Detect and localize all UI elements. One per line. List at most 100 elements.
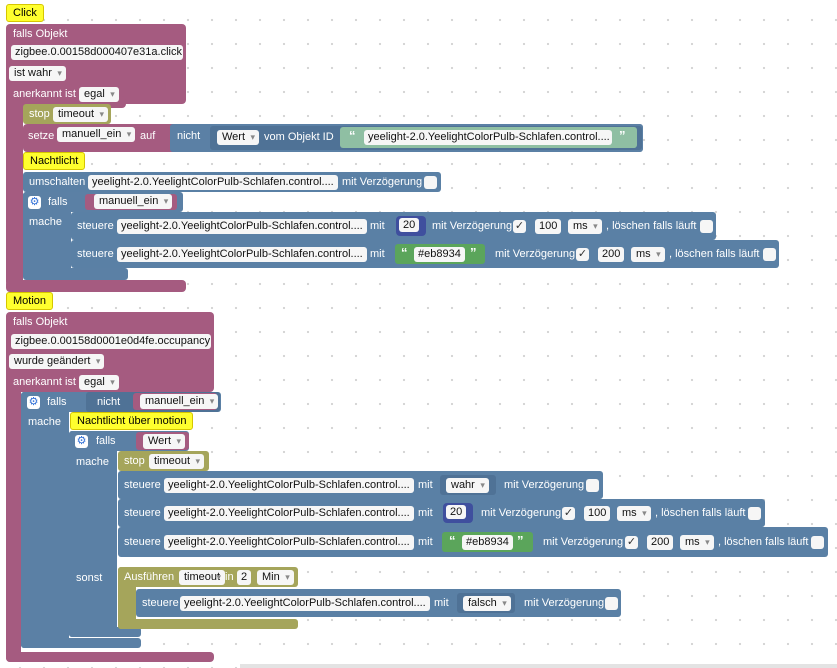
comment-nachtlicht-motion[interactable]: Nachtlicht über motion — [70, 412, 194, 430]
object-id-field[interactable]: zigbee.0.00158d000407e31a.click — [11, 45, 183, 60]
color-value-field[interactable]: #eb8934 — [414, 247, 465, 262]
delay-label: mit Verzögerung — [504, 479, 585, 491]
run-label: Ausführen — [124, 571, 175, 583]
quote-icon: ” — [619, 128, 626, 143]
trigger-label: falls Objekt — [13, 316, 68, 328]
acknowledged-label: anerkannt ist — [13, 376, 76, 388]
run-value-field[interactable]: 2 — [237, 570, 252, 585]
stop-timer-dropdown[interactable]: timeout — [53, 107, 109, 122]
comment-motion[interactable]: Motion — [6, 292, 54, 310]
from-object-id-field[interactable]: yeelight-2.0.YeelightColorPulb-Schlafen.… — [364, 130, 612, 145]
control-label: steuere — [124, 479, 161, 491]
clear-label: , löschen falls läuft — [606, 220, 697, 232]
control-label: steuere — [142, 597, 179, 609]
checkmark-icon[interactable]: ✓ — [562, 507, 575, 520]
run-timer-dropdown[interactable]: timeout — [179, 570, 226, 585]
delay-unit-dropdown[interactable]: ms — [568, 219, 602, 234]
quote-icon: “ — [449, 533, 456, 548]
set-variable-dropdown[interactable]: manuell_ein — [57, 127, 136, 142]
checkmark-icon[interactable]: ✓ — [513, 220, 526, 233]
quote-icon: “ — [349, 128, 356, 143]
control-id-field[interactable]: yeelight-2.0.YeelightColorPulb-Schlafen.… — [117, 219, 367, 234]
toggle-id-field[interactable]: yeelight-2.0.YeelightColorPulb-Schlafen.… — [88, 175, 338, 190]
horizontal-scrollbar[interactable] — [240, 664, 837, 668]
comment-click[interactable]: Click — [6, 4, 44, 22]
control-label: steuere — [77, 220, 114, 232]
do-label: mache — [29, 216, 63, 228]
toggle-label: umschalten — [29, 176, 86, 188]
control-label: steuere — [77, 248, 114, 260]
inner-if-label: falls — [96, 435, 116, 447]
stop-timer-dropdown[interactable]: timeout — [149, 454, 205, 469]
delay-value-field[interactable]: 200 — [598, 247, 625, 262]
if-variable-dropdown[interactable]: manuell_ein — [140, 394, 219, 409]
delay-checkbox[interactable] — [605, 597, 618, 610]
event-block-click-spine — [6, 96, 23, 286]
delay-value-field[interactable]: 200 — [647, 535, 674, 550]
condition-dropdown[interactable]: wurde geändert — [9, 354, 105, 369]
if-variable-dropdown[interactable]: manuell_ein — [94, 194, 173, 209]
outer-if-body — [21, 392, 69, 648]
clear-label: , löschen falls läuft — [669, 248, 760, 260]
delay-label: mit Verzögerung — [495, 248, 576, 260]
clear-checkbox[interactable] — [811, 536, 824, 549]
inner-do-label: mache — [76, 456, 110, 468]
outer-if-footer — [21, 638, 141, 648]
if-label: falls — [47, 396, 67, 408]
control-label: steuere — [124, 536, 161, 548]
gear-icon[interactable]: ⚙ — [27, 396, 40, 409]
with-label: mit — [370, 248, 385, 260]
control-label: steuere — [124, 507, 161, 519]
bool-dropdown[interactable]: wahr — [446, 478, 489, 493]
bool-dropdown[interactable]: falsch — [463, 596, 511, 611]
clear-label: , löschen falls läuft — [655, 507, 746, 519]
control-id-field[interactable]: yeelight-2.0.YeelightColorPulb-Schlafen.… — [180, 596, 430, 611]
in-label: in — [225, 571, 234, 583]
toggle-delay-checkbox[interactable] — [424, 176, 437, 189]
control-id-field[interactable]: yeelight-2.0.YeelightColorPulb-Schlafen.… — [164, 478, 414, 493]
color-value-field[interactable]: #eb8934 — [462, 535, 513, 550]
clear-checkbox[interactable] — [748, 507, 761, 520]
control-id-field[interactable]: yeelight-2.0.YeelightColorPulb-Schlafen.… — [164, 506, 414, 521]
number-value[interactable]: 20 — [446, 505, 467, 519]
with-label: mit — [370, 220, 385, 232]
delay-checkbox[interactable] — [586, 479, 599, 492]
number-block[interactable]: 20 — [396, 216, 426, 236]
clear-checkbox[interactable] — [763, 248, 776, 261]
value-dropdown[interactable]: Wert — [217, 130, 260, 145]
checkmark-icon[interactable]: ✓ — [576, 248, 589, 261]
number-value[interactable]: 20 — [399, 218, 420, 232]
delay-unit-dropdown[interactable]: ms — [617, 506, 651, 521]
delay-unit-dropdown[interactable]: ms — [680, 535, 714, 550]
stop-label: stop — [124, 455, 145, 467]
control-id-field[interactable]: yeelight-2.0.YeelightColorPulb-Schlafen.… — [117, 247, 367, 262]
run-timer-footer — [118, 619, 298, 629]
clear-checkbox[interactable] — [700, 220, 713, 233]
comment-nachtlicht[interactable]: Nachtlicht — [23, 152, 86, 170]
trigger-label: falls Objekt — [13, 28, 68, 40]
event-block-motion-footer — [6, 652, 214, 662]
not-label: nicht — [177, 130, 201, 142]
gear-icon[interactable]: ⚙ — [28, 196, 41, 209]
checkmark-icon[interactable]: ✓ — [625, 536, 638, 549]
else-label: sonst — [76, 572, 103, 584]
gear-icon[interactable]: ⚙ — [75, 435, 88, 448]
from-object-label: vom Objekt ID — [264, 131, 334, 143]
acknowledged-dropdown[interactable]: egal — [79, 375, 119, 390]
quote-icon: “ — [401, 245, 408, 260]
quote-icon: ” — [470, 245, 477, 260]
acknowledged-dropdown[interactable]: egal — [79, 87, 119, 102]
with-label: mit — [418, 507, 433, 519]
object-id-field[interactable]: zigbee.0.00158d0001e0d4fe.occupancy — [11, 334, 211, 349]
event-block-motion-spine — [6, 384, 21, 662]
condition-dropdown[interactable]: ist wahr — [9, 66, 66, 81]
delay-value-field[interactable]: 100 — [535, 219, 562, 234]
inner-if-value-dropdown[interactable]: Wert — [143, 434, 186, 449]
with-label: mit — [418, 536, 433, 548]
number-block[interactable]: 20 — [443, 503, 473, 523]
control-id-field[interactable]: yeelight-2.0.YeelightColorPulb-Schlafen.… — [164, 535, 414, 550]
run-unit-dropdown[interactable]: Min — [257, 570, 294, 585]
delay-unit-dropdown[interactable]: ms — [631, 247, 665, 262]
delay-value-field[interactable]: 100 — [584, 506, 611, 521]
to-label: auf — [140, 130, 156, 142]
